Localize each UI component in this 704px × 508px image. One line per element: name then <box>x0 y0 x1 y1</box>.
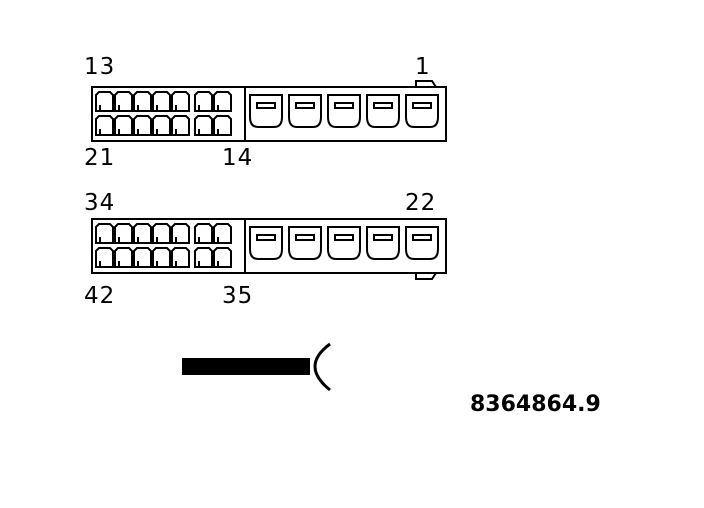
large-terminal-cavity <box>288 226 322 260</box>
small-terminal-cavity <box>95 223 114 244</box>
large-terminal-cavity <box>288 94 322 128</box>
small-terminal-cavity <box>213 223 232 244</box>
large-terminal-cavity <box>405 94 439 128</box>
small-terminal-cavity <box>95 247 114 268</box>
small-terminal-cavity <box>152 115 171 136</box>
pin-label-14: 14 <box>222 145 254 171</box>
cavity-latch <box>373 102 393 109</box>
small-terminal-cavity <box>152 247 171 268</box>
large-terminal-cavity <box>249 94 283 128</box>
small-terminal-cavity <box>194 91 213 112</box>
small-terminal-cavity <box>171 91 190 112</box>
cavity-latch <box>256 102 276 109</box>
small-terminal-cavity <box>114 223 133 244</box>
pin-label-21: 21 <box>84 145 116 171</box>
small-terminal-cavity <box>114 91 133 112</box>
small-terminal-cavity <box>133 115 152 136</box>
small-terminal-cavity <box>152 91 171 112</box>
cavity-latch <box>256 234 276 241</box>
pin-label-35: 35 <box>222 283 254 309</box>
pin-label-13: 13 <box>84 54 116 80</box>
small-terminal-cavity <box>133 247 152 268</box>
cavity-latch <box>412 234 432 241</box>
large-terminal-cavity <box>249 226 283 260</box>
small-terminal-cavity <box>95 115 114 136</box>
small-terminal-cavity <box>194 223 213 244</box>
large-terminal-cavity <box>327 94 361 128</box>
pin-label-22: 22 <box>405 190 437 216</box>
large-terminal-cavity <box>366 226 400 260</box>
small-terminal-cavity <box>114 115 133 136</box>
cavity-latch <box>334 234 354 241</box>
small-terminal-cavity <box>95 91 114 112</box>
small-terminal-cavity <box>133 223 152 244</box>
small-terminal-cavity <box>213 247 232 268</box>
latch-tab <box>415 272 437 280</box>
pin-label-1: 1 <box>415 54 431 80</box>
small-terminal-cavity <box>152 223 171 244</box>
connector-housing <box>91 86 447 142</box>
connector-block-bottom <box>91 218 447 280</box>
cavity-latch <box>412 102 432 109</box>
large-terminal-cavity <box>366 94 400 128</box>
small-terminal-cavity <box>171 247 190 268</box>
cavity-latch <box>295 234 315 241</box>
pin-label-34: 34 <box>84 190 116 216</box>
connector-block-top <box>91 80 447 142</box>
small-terminal-cavity <box>194 247 213 268</box>
small-terminal-cavity <box>213 91 232 112</box>
cable-harness-symbol <box>182 342 331 392</box>
large-terminal-cavity <box>405 226 439 260</box>
cavity-latch <box>334 102 354 109</box>
latch-tab <box>415 80 437 88</box>
large-terminal-cavity <box>327 226 361 260</box>
cavity-latch <box>373 234 393 241</box>
connector-housing <box>91 218 447 274</box>
small-terminal-cavity <box>213 115 232 136</box>
pin-label-42: 42 <box>84 283 116 309</box>
small-terminal-cavity <box>171 223 190 244</box>
small-terminal-cavity <box>171 115 190 136</box>
small-terminal-cavity <box>114 247 133 268</box>
document-id: 8364864.9 <box>470 392 601 417</box>
small-terminal-cavity <box>194 115 213 136</box>
small-terminal-cavity <box>133 91 152 112</box>
cavity-latch <box>295 102 315 109</box>
